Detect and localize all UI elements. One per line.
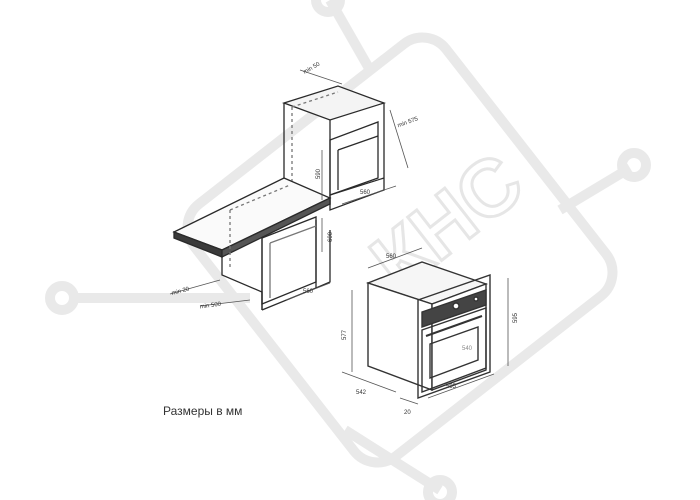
dim-label-oven-width: 595 xyxy=(446,384,457,390)
tall-cabinet xyxy=(281,85,387,211)
dim-label-min20: min 20 xyxy=(171,286,191,297)
dim-label-590: 590 xyxy=(316,168,322,179)
base-cabinet xyxy=(221,184,331,311)
dim-oven-top-line xyxy=(367,247,423,269)
oven-door xyxy=(421,307,487,394)
base-niche xyxy=(261,216,317,305)
oven-flange xyxy=(417,274,491,399)
oven-display-icon xyxy=(473,296,479,302)
dim-label-560: 560 xyxy=(360,190,371,196)
dim-oven-20-line xyxy=(399,397,419,405)
dim-label-min500: min 500 xyxy=(199,302,222,311)
dimension-lines xyxy=(169,69,509,405)
dim-label-oven-depth: 542 xyxy=(356,390,367,396)
base-plinth xyxy=(315,230,331,289)
dim-oven-depth-line xyxy=(341,371,397,393)
dim-560-line xyxy=(341,185,397,205)
dim-560b-line xyxy=(285,282,331,301)
dim-oven-width-line xyxy=(427,373,495,399)
countertop xyxy=(172,177,332,259)
dimensions-caption: Размеры в мм xyxy=(163,404,243,418)
niche-back-top xyxy=(337,135,379,151)
tall-inner-dash-2 xyxy=(291,91,339,108)
dim-label-600: 600 xyxy=(328,231,334,242)
dim-label-oven-height: 595 xyxy=(513,312,519,323)
dim-label-560-bottom: 560 xyxy=(303,289,314,295)
niche-shelf xyxy=(329,177,385,196)
watermark xyxy=(45,0,651,500)
dim-label-oven-top: 560 xyxy=(386,254,397,260)
watermark-frame xyxy=(182,32,618,468)
dim-min575-line xyxy=(389,109,409,169)
watermark-line-right xyxy=(557,163,633,215)
dim-min500-line xyxy=(199,299,251,307)
tall-cabinet-top xyxy=(281,85,387,121)
dim-label-min575: min 575 xyxy=(397,116,420,129)
dim-min20-line xyxy=(169,279,221,295)
dim-label-min50: min 50 xyxy=(303,61,322,76)
watermark-line-bottom xyxy=(342,425,443,495)
oven-window xyxy=(429,326,479,380)
dim-label-oven-front-w: 540 xyxy=(462,346,473,352)
base-inner-dash-2 xyxy=(229,184,291,211)
oven-knob-icon xyxy=(452,302,460,310)
oven-handle xyxy=(425,315,483,337)
dim-min50-line xyxy=(299,69,343,85)
tall-cabinet-niche xyxy=(329,121,379,196)
watermark-dot-top xyxy=(311,0,345,17)
dim-label-oven-front-h: 577 xyxy=(342,329,348,340)
watermark-dot-left xyxy=(45,281,79,315)
countertop-side xyxy=(221,196,331,259)
dim-label-oven-20: 20 xyxy=(404,410,411,416)
watermark-dot-bottom xyxy=(423,475,457,500)
base-niche-back-top xyxy=(269,225,317,244)
watermark-dot-right xyxy=(617,148,651,182)
oven xyxy=(365,261,491,399)
